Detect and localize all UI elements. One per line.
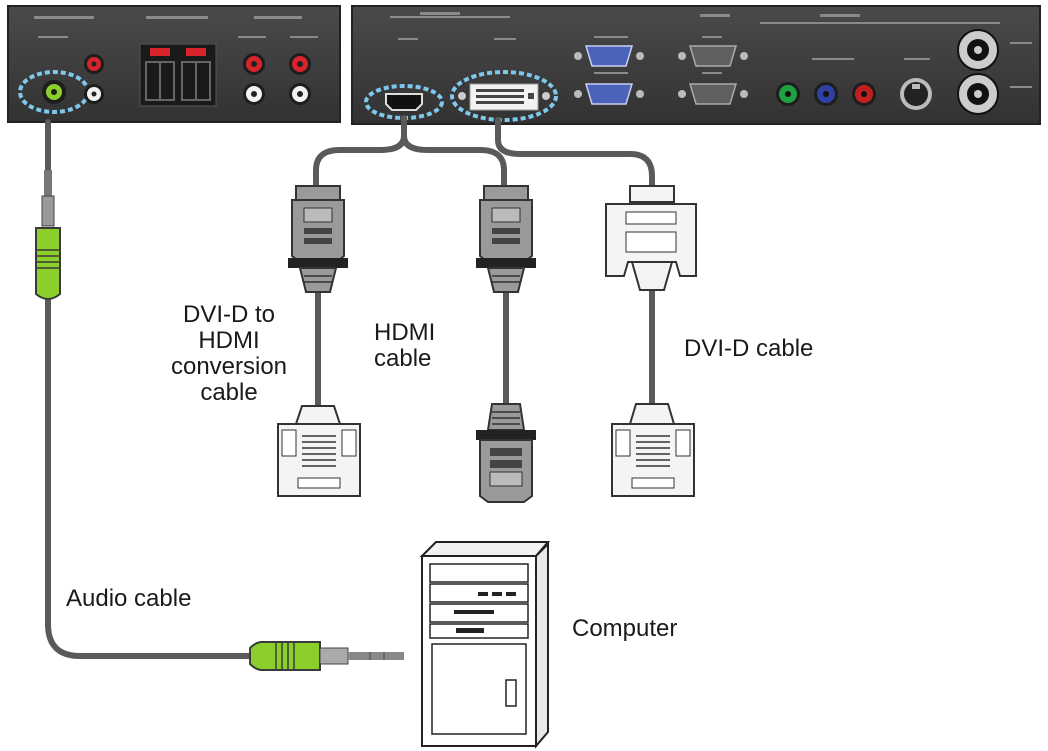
dvi-head-grey-left <box>288 185 348 293</box>
video-input-panel <box>351 5 1041 125</box>
dvi-plug-white-bottom-right <box>611 403 695 497</box>
s-video-port-icon <box>900 78 932 110</box>
dvi-head-white-right <box>605 185 697 291</box>
component-jack-icon <box>776 82 876 106</box>
hdmi-head-grey-center <box>476 185 536 293</box>
audio-out-jacks <box>243 53 311 105</box>
label-line: DVI-D to <box>182 301 275 328</box>
label-line: HDMI <box>374 319 436 346</box>
speaker-terminal-icon <box>139 43 217 107</box>
label-line: conversion <box>170 353 288 380</box>
audio-plug-icon <box>35 170 61 300</box>
video-bnc-jacks <box>957 29 999 115</box>
dvi-plug-white-bottom-left <box>277 405 361 497</box>
rs232-port-icon <box>678 45 748 105</box>
line-jack-red-icon <box>84 54 104 74</box>
label-line: cable <box>200 379 258 406</box>
label-dvi-to-hdmi: DVI-D to HDMI conversion cable <box>162 302 296 406</box>
label-computer: Computer <box>572 615 678 642</box>
audio-speaker-panel <box>7 5 341 123</box>
label-audio-cable: Audio cable <box>66 585 192 612</box>
label-line: cable <box>374 345 432 372</box>
label-hdmi-cable: HDMI cable <box>374 320 435 372</box>
desktop-tower-icon <box>419 541 551 749</box>
hdmi-split-wire <box>313 115 507 191</box>
vga-port-icon <box>574 45 644 105</box>
hdmi-plug-grey-bottom-center <box>476 403 536 503</box>
label-dvi-d-cable: DVI-D cable <box>684 335 814 362</box>
dvi-d-port-icon <box>450 70 558 122</box>
cables <box>45 115 655 659</box>
audio-plug-computer-icon <box>249 641 404 671</box>
label-line: HDMI <box>198 327 260 354</box>
line-jack-white-icon <box>84 84 104 104</box>
dvi-d-cable-wire <box>495 117 655 191</box>
